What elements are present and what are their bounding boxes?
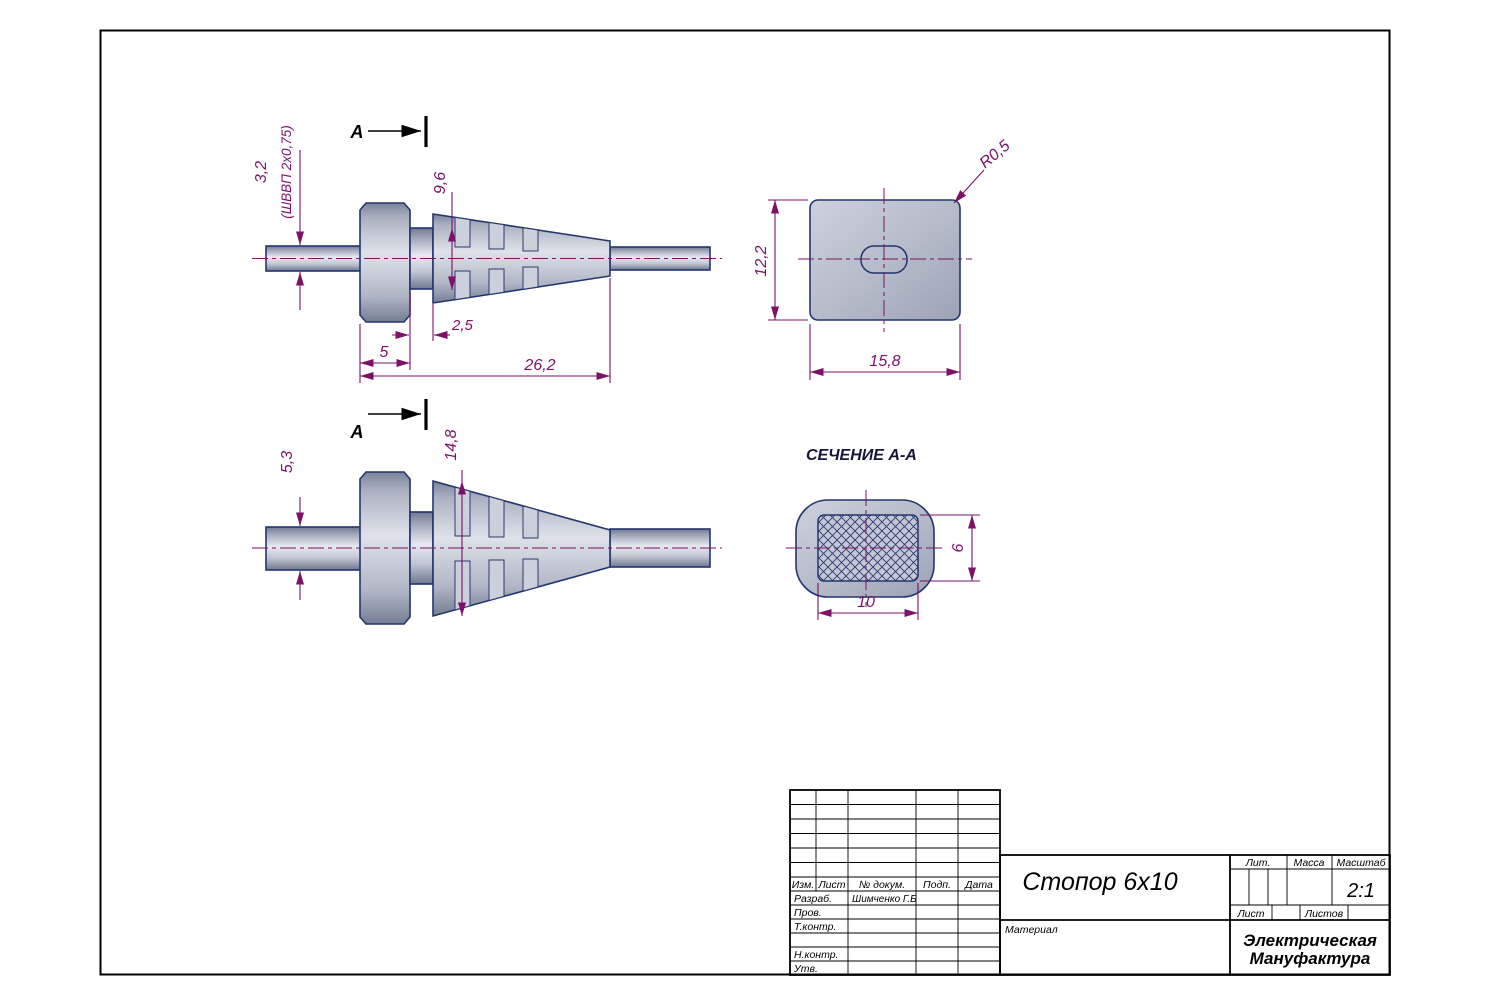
sheet-label: Лист [1236,908,1264,920]
revision-table-grid [790,790,1000,975]
dim-label-flange-width: 5 [380,344,389,361]
front-view: R0,5 12,2 15,8 [753,137,1014,380]
cable-spec-label: (ШВВП 2х0,75) [279,125,294,219]
company-name: Электрическая Мануфактура [1243,931,1377,968]
material-label: Материал [1005,924,1058,936]
signature-rows: Разраб. Шимченко Г.Б Пров. Т.контр. Н.ко… [793,893,917,975]
row-razrab-label: Разраб. [794,893,832,905]
cone-body [432,213,611,304]
dim-front-height: 12,2 [753,199,808,321]
dim-label-front-height: 12,2 [753,245,770,276]
main-block-border [999,854,1391,976]
front-body [809,199,961,321]
col-izm: Изм. [792,879,814,891]
side-view-rotated: 14,8 5,3 [252,429,722,625]
dim-label-cable-width: 5,3 [279,451,296,473]
dim-label-cable-height: 3,2 [253,161,270,183]
revision-table-header: Изм. Лист № докум. Подп. Дата [792,879,993,891]
flange [359,202,411,323]
dim-cable-height: 3,2 (ШВВП 2х0,75) [253,125,305,310]
dim-label-inner-height: 9,6 [432,172,449,194]
section-view: СЕЧЕНИЕ А-А 6 10 [786,447,980,620]
col-podp: Подп. [923,879,951,891]
dim-corner-radius: R0,5 [953,137,1014,204]
dim-label-corner-radius: R0,5 [977,137,1014,172]
sheets-label: Листов [1304,908,1344,920]
company-line2: Мануфактура [1250,949,1371,968]
row-utv-label: Утв. [793,963,818,975]
section-hatch [818,515,918,581]
col-list: Лист [817,879,845,891]
part-title: Стопор 6х10 [1022,868,1177,896]
dim-body-height: 14,8 [443,429,467,616]
row-prov-label: Пров. [794,907,822,919]
section-title: СЕЧЕНИЕ А-А [806,447,917,464]
cone-slots [454,216,539,301]
lit-massa-masshtab: Лит. Масса Масштаб 2:1 Лист Листов [1230,855,1390,920]
row-razrab-name: Шимченко Г.Б [852,894,917,905]
dim-flange-width: 5 [359,324,410,383]
dim-front-width: 15,8 [809,324,961,380]
dim-cable-width: 5,3 [279,451,305,600]
row-nkontr-label: Н.контр. [794,949,838,961]
drawing-frame [99,29,1391,976]
cone-body-rotated [432,479,611,618]
scale-value: 2:1 [1346,880,1375,902]
section-letter-top: А [350,122,364,142]
dim-total-length: 26,2 [360,278,611,383]
dim-label-total-length: 26,2 [523,357,555,374]
dim-label-groove-width: 2,5 [451,317,474,334]
dim-label-hole-height: 6 [950,543,967,552]
col-dokum: № докум. [859,879,905,891]
scale-label: Масштаб [1336,857,1386,869]
dim-label-front-width: 15,8 [869,353,900,370]
section-marker-top: А [350,116,428,147]
company-line1: Электрическая [1243,931,1377,950]
section-marker-bottom: А [350,399,428,442]
side-view-top: 3,2 (ШВВП 2х0,75) А 9,6 2,5 5 [252,116,722,383]
row-tkontr-label: Т.контр. [794,921,836,933]
dim-label-body-height: 14,8 [443,429,460,460]
lit-label: Лит. [1245,857,1271,869]
col-data: Дата [964,879,993,891]
mass-label: Масса [1293,857,1324,869]
dim-hole-height: 6 [920,514,980,582]
dim-hole-width: 10 [817,583,919,620]
dim-groove-width: 2,5 [392,292,474,370]
dim-inner-height: 9,6 [432,172,457,290]
section-letter-bottom: А [350,422,364,442]
dim-label-hole-width: 10 [857,594,875,611]
title-block: Изм. Лист № докум. Подп. Дата Разраб. Ши… [789,789,1391,976]
